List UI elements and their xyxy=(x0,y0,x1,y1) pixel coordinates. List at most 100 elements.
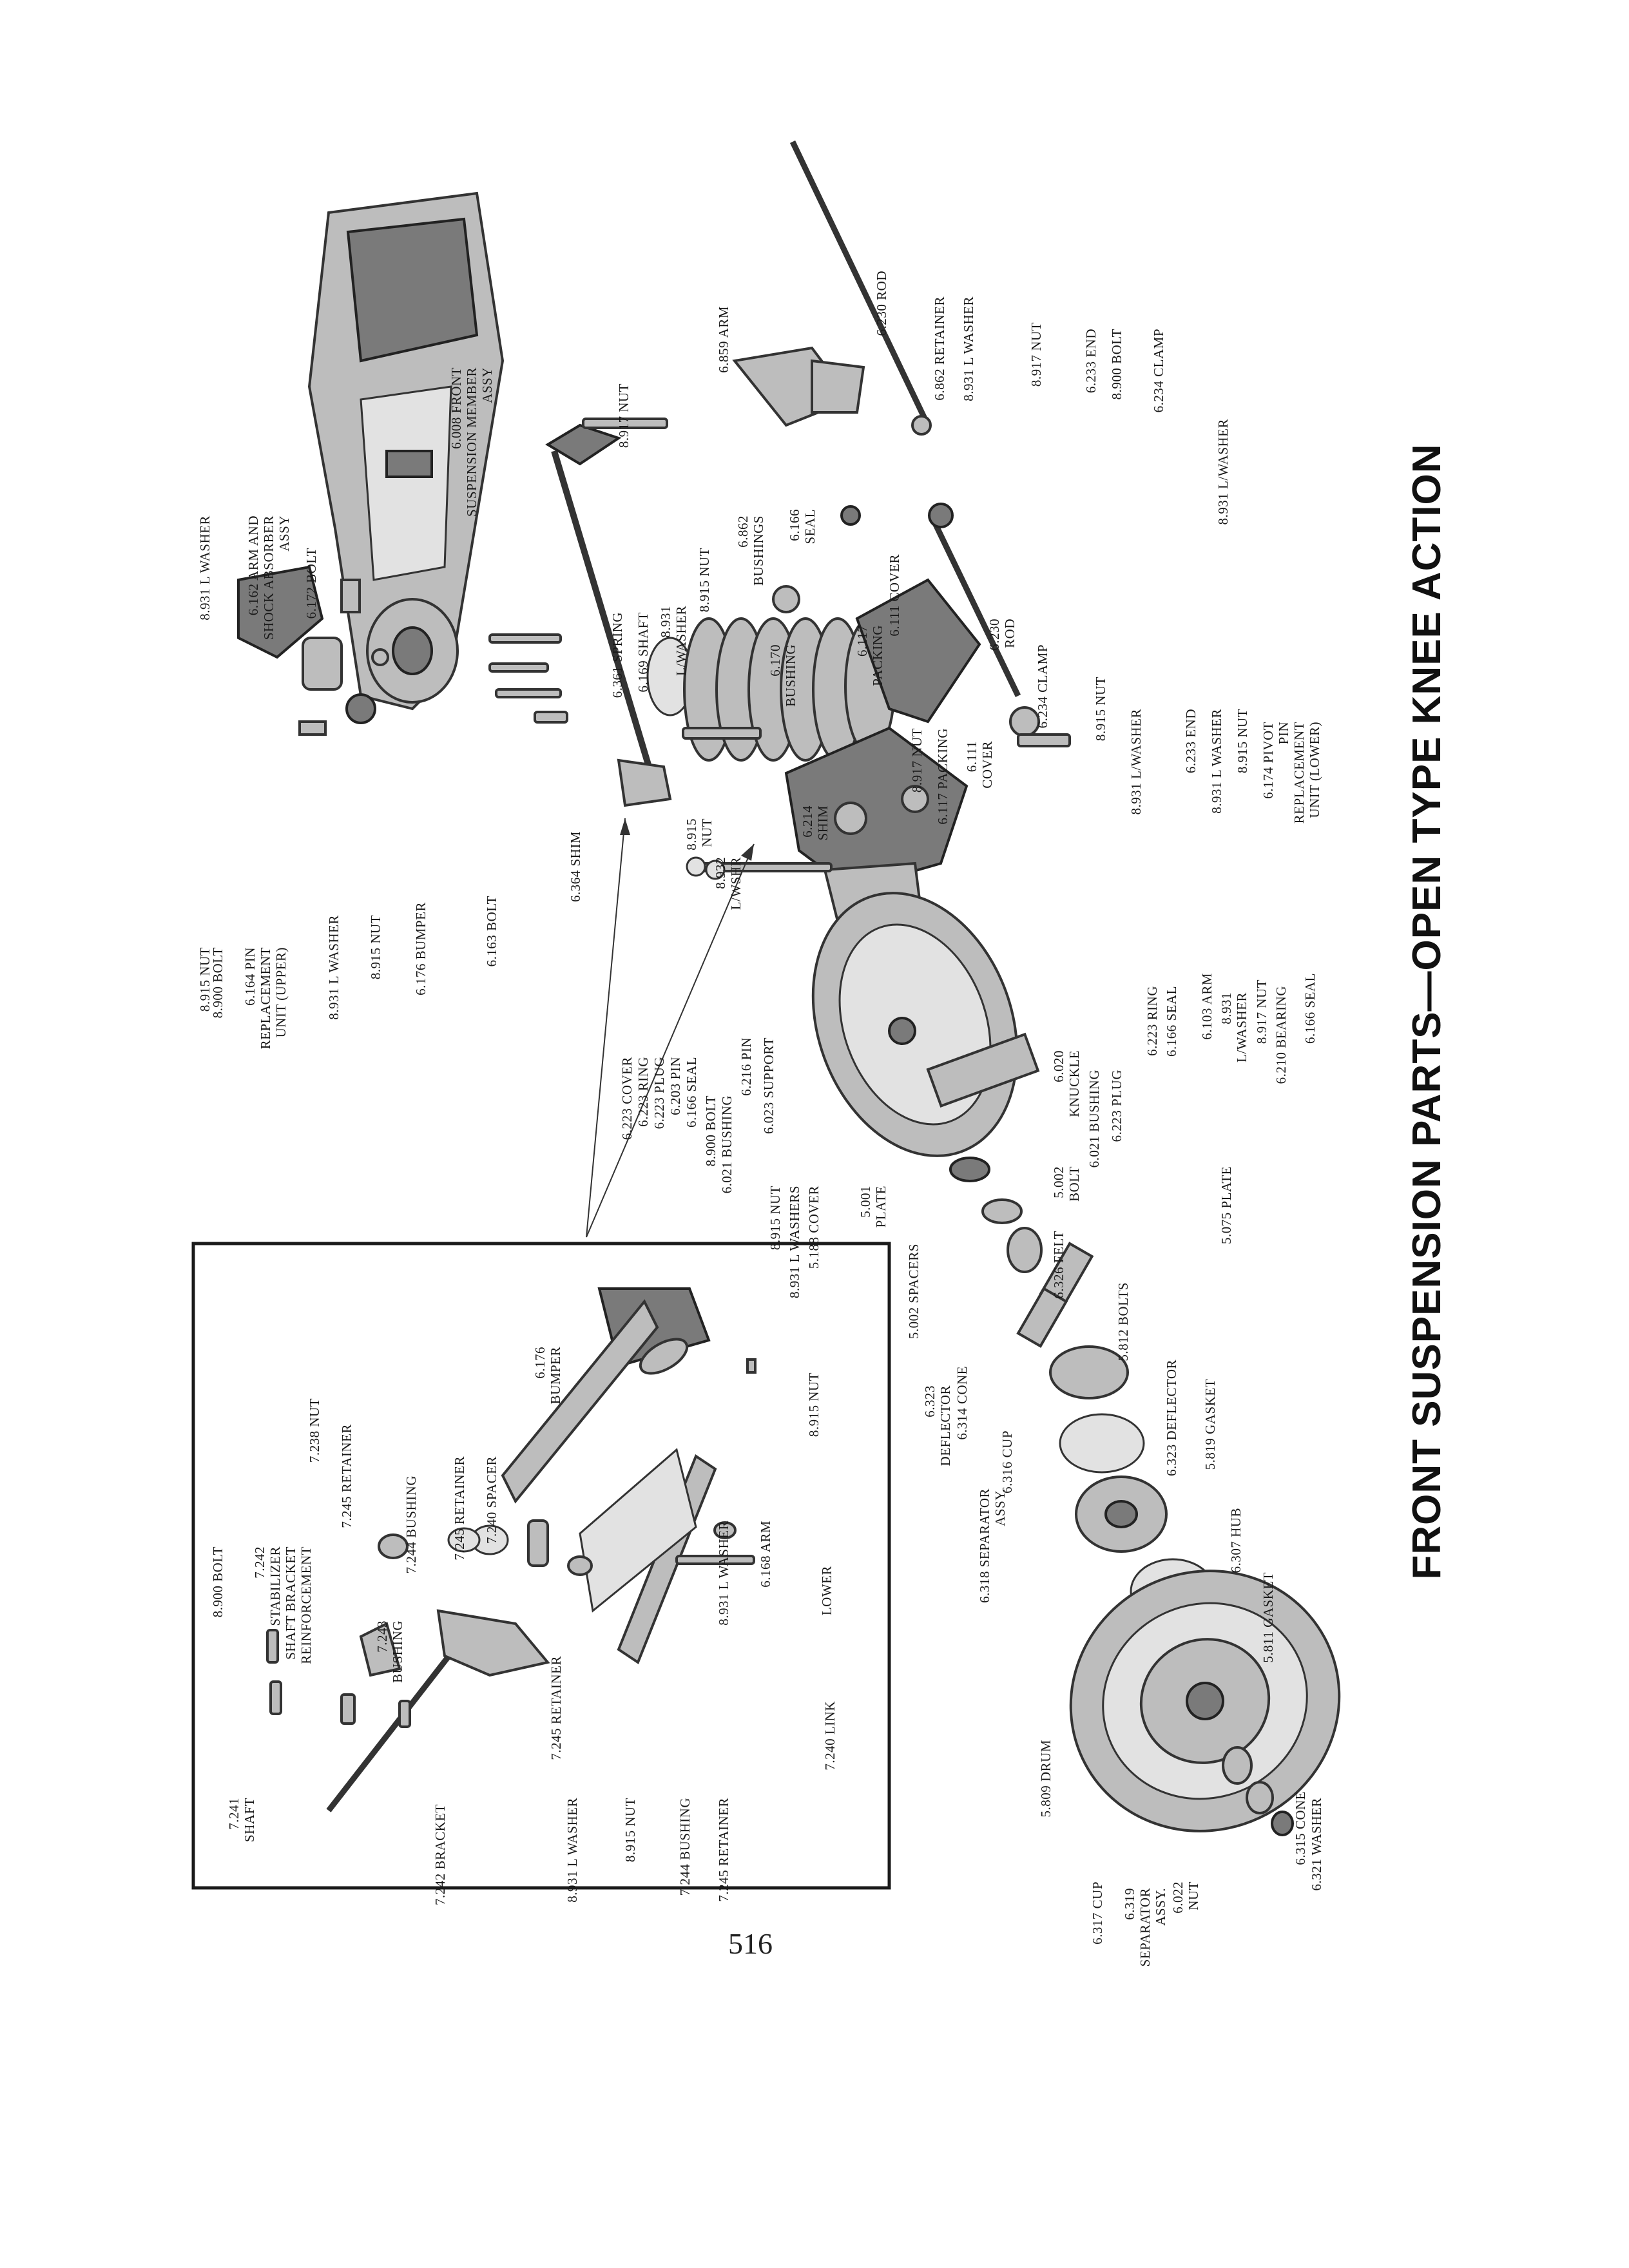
part-label-lwasher-8931-mid2: 8.931 L WASHER xyxy=(1209,709,1224,814)
part-label-knuckle-6020: 6.020KNUCKLE xyxy=(1051,1050,1082,1117)
part-label-lwasher-8931-left: 8.931 L WASHER xyxy=(326,915,342,1020)
part-label-support-6023: 6.023 SUPPORT xyxy=(761,1037,776,1134)
part-label-lower: LOWER xyxy=(819,1566,834,1615)
coil-spring-illustration xyxy=(646,617,896,762)
part-label-bushing-7244-top: 7.244 BUSHING xyxy=(403,1475,419,1573)
part-label-lwasher-8931: 8.931 L WASHER xyxy=(716,1521,731,1626)
part-label-bushings-6862: 6.862BUSHINGS xyxy=(735,515,766,586)
part-label-bumper-6176: 6.176 BUMPER xyxy=(413,902,429,995)
part-label-arm-6103: 6.103 ARM xyxy=(1199,973,1215,1040)
part-label-nut-8915: 8.915 NUT xyxy=(806,1372,822,1437)
part-label-seal-6166-top: 6.166SEAL xyxy=(787,509,818,544)
part-label-nut-8917-low: 8.917 NUT xyxy=(1254,979,1269,1044)
part-label-packing-6117-mid: 6.117 PACKING xyxy=(935,728,950,825)
part-label-cover-6111-mid: 6.111COVER xyxy=(964,741,995,789)
part-label-reinforcement-7242: 7.242STABILIZERSHAFT BRACKETREINFORCEMEN… xyxy=(252,1546,314,1664)
part-label-lwashers-8931: 8.931 L WASHERS xyxy=(787,1186,802,1298)
page-number: 516 xyxy=(728,1927,773,1960)
brake-plate-illustration xyxy=(811,892,1040,1157)
part-label-lwasher-8931-low: 8.931 L WASHER xyxy=(564,1798,580,1903)
part-label-member-assy: 6.008 FRONTSUSPENSION MEMBERASSY xyxy=(448,367,495,517)
part-label-rod-6230-mid: 6.230ROD xyxy=(987,619,1017,651)
part-label-retainer-7245-mid: 7.245 RETAINER xyxy=(452,1456,467,1561)
shock-absorber-illustration xyxy=(237,565,389,736)
part-label-end-6233-mid: 6.233 END xyxy=(1183,709,1199,773)
part-label-pin-6164: 6.164 PINREPLACEMENTUNIT (UPPER) xyxy=(242,947,289,1049)
part-label-nut-8915-plate: 8.915 NUT xyxy=(767,1186,783,1250)
stabilizer-link-illustration xyxy=(545,418,672,807)
part-label-bushing-6170: 6.170BUSHING xyxy=(767,644,798,707)
bolt-group-illustration xyxy=(488,633,568,724)
part-label-link-7240: 7.240 LINK xyxy=(822,1701,838,1771)
part-label-retainer-7245-bottom: 7.245 RETAINER xyxy=(716,1798,731,1902)
part-label-shim-6214: 6.214SHIM xyxy=(800,805,831,841)
part-label-ring-6223: 6.223 RING xyxy=(635,1057,651,1127)
inset-lower-arm-illustration xyxy=(266,1287,757,1812)
part-label-nut-8915-low: 8.915 NUT xyxy=(622,1798,638,1862)
part-label-plate-5075: 5.075 PLATE xyxy=(1219,1166,1234,1244)
part-label-plate-5001: 5.001PLATE xyxy=(858,1186,889,1228)
part-label-spacer-7240: 7.240 SPACER xyxy=(484,1456,499,1544)
part-label-shaft-6169: 6.169 SHAFT xyxy=(635,612,651,693)
part-label-shim-6364: 6.364 SHIM xyxy=(568,831,583,902)
part-label-plug-6223-low: 6.223 PLUG xyxy=(1109,1070,1124,1142)
part-label-seal-6166-mid: 6.166 SEAL xyxy=(684,1057,699,1128)
part-label-nut-8915-shaft: 8.915 NUT xyxy=(697,548,712,612)
part-label-washer-6321: 6.321 WASHER xyxy=(1309,1798,1324,1890)
part-label-seal-6166-low: 6.166 SEAL xyxy=(1164,986,1179,1057)
part-label-retainer-6862: 6.862 RETAINER xyxy=(932,296,947,401)
inset-box xyxy=(191,1242,891,1890)
part-label-pivot-6174: 6.174 PIVOTPINREPLACEMENTUNIT (LOWER) xyxy=(1260,722,1322,823)
part-label-gasket-5819: 5.819 GASKET xyxy=(1202,1379,1218,1470)
part-label-bolt-6163: 6.163 BOLT xyxy=(484,896,499,966)
part-label-bushing-7243: 7.243BUSHING xyxy=(374,1620,405,1683)
part-label-arm-6859: 6.859 ARM xyxy=(716,306,731,373)
part-label-cover-6223: 6.223 COVER xyxy=(619,1057,635,1140)
part-label-lwasher-8931-topleft: 8.931 L WASHER xyxy=(197,515,213,620)
part-label-separator-6319: 6.319SEPARATORASSY. xyxy=(1122,1888,1168,1966)
part-label-cover-5188: 5.188 COVER xyxy=(806,1186,822,1269)
part-label-bolt-8900-mid: 8.900 BOLT xyxy=(703,1095,718,1166)
part-label-nut-8917-rod: 8.917 NUT xyxy=(1028,322,1044,387)
part-label-nut-8915-left: 8.915 NUT xyxy=(368,915,383,979)
part-label-plug-6223: 6.223 PLUG xyxy=(651,1057,667,1129)
part-label-lwasher-8931-far: 8.931 L/WASHER xyxy=(1215,419,1231,525)
part-label-pin-6203: 6.203 PIN xyxy=(668,1057,683,1115)
part-label-deflector-6323-top: 6.323DEFLECTOR xyxy=(922,1385,953,1466)
upper-arm-illustration xyxy=(682,346,981,740)
part-label-felt-6326: 6.326 FELT xyxy=(1051,1231,1066,1299)
part-label-nut-7238: 7.238 NUT xyxy=(307,1398,322,1463)
part-label-bolts-5812: 5.812 BOLTS xyxy=(1115,1282,1131,1361)
part-label-seal-6166-last: 6.166 SEAL xyxy=(1302,973,1318,1044)
part-label-cover-6111-top: 6.111 COVER xyxy=(887,554,902,637)
part-label-nut-6022: 6.022NUT xyxy=(1170,1881,1201,1914)
part-label-bushing-7244-low: 7.244 BUSHING xyxy=(677,1798,693,1896)
part-label-retainer-7245-top: 7.245 RETAINER xyxy=(339,1424,354,1528)
part-label-lwasher-8931-rod: 8.931 L WASHER xyxy=(961,296,976,401)
part-label-lwasher-8931-mid: 8.931 L/WASHER xyxy=(1128,709,1144,815)
part-label-bolt-8900-rod: 8.900 BOLT xyxy=(1109,329,1124,399)
part-label-bolt-6172: 6.172 BOLT xyxy=(304,548,319,619)
part-label-gasket-5811: 5.811 GASKET xyxy=(1260,1572,1276,1663)
part-label-drum-5809: 5.809 DRUM xyxy=(1038,1740,1054,1818)
brake-drum-illustration xyxy=(1069,1570,1341,1836)
part-label-rod-6230-top: 6.230 ROD xyxy=(874,271,889,336)
part-label-packing-6117-top: 6.117PACKING xyxy=(854,625,885,686)
part-label-ring-6223-low: 6.223 RING xyxy=(1144,986,1160,1056)
part-label-bearing-6210: 6.210 BEARING xyxy=(1273,986,1289,1084)
steering-rod-illustration xyxy=(789,140,1071,747)
hub-bearing-stack-illustration xyxy=(949,1157,1216,1625)
part-label-lwasher-8931-low: 8.931L/WASHER xyxy=(1219,992,1249,1062)
part-label-nut-8917-mid: 8.917 NUT xyxy=(909,728,925,793)
part-label-cup-6317: 6.317 CUP xyxy=(1090,1881,1105,1945)
part-label-cone-6315: 6.315 CONE xyxy=(1293,1791,1308,1865)
part-label-nut-8915-top: 8.915 NUT xyxy=(197,947,213,1012)
diagram-title: FRONT SUSPENSION PARTS—OPEN TYPE KNEE AC… xyxy=(1405,444,1449,1580)
part-label-spacers-5002: 5.002 SPACERS xyxy=(906,1244,921,1339)
part-label-bracket-7242: 7.242 BRACKET xyxy=(432,1804,448,1905)
part-label-bumper-6176: 6.176BUMPER xyxy=(532,1347,563,1404)
part-label-spring-6361: 6.361 SPRING xyxy=(610,612,625,698)
part-label-nut-8917-top: 8.917 NUT xyxy=(616,383,631,448)
part-label-deflector-6323: 6.323 DEFLECTOR xyxy=(1164,1360,1179,1476)
part-label-end-6233-top: 6.233 END xyxy=(1083,329,1099,393)
